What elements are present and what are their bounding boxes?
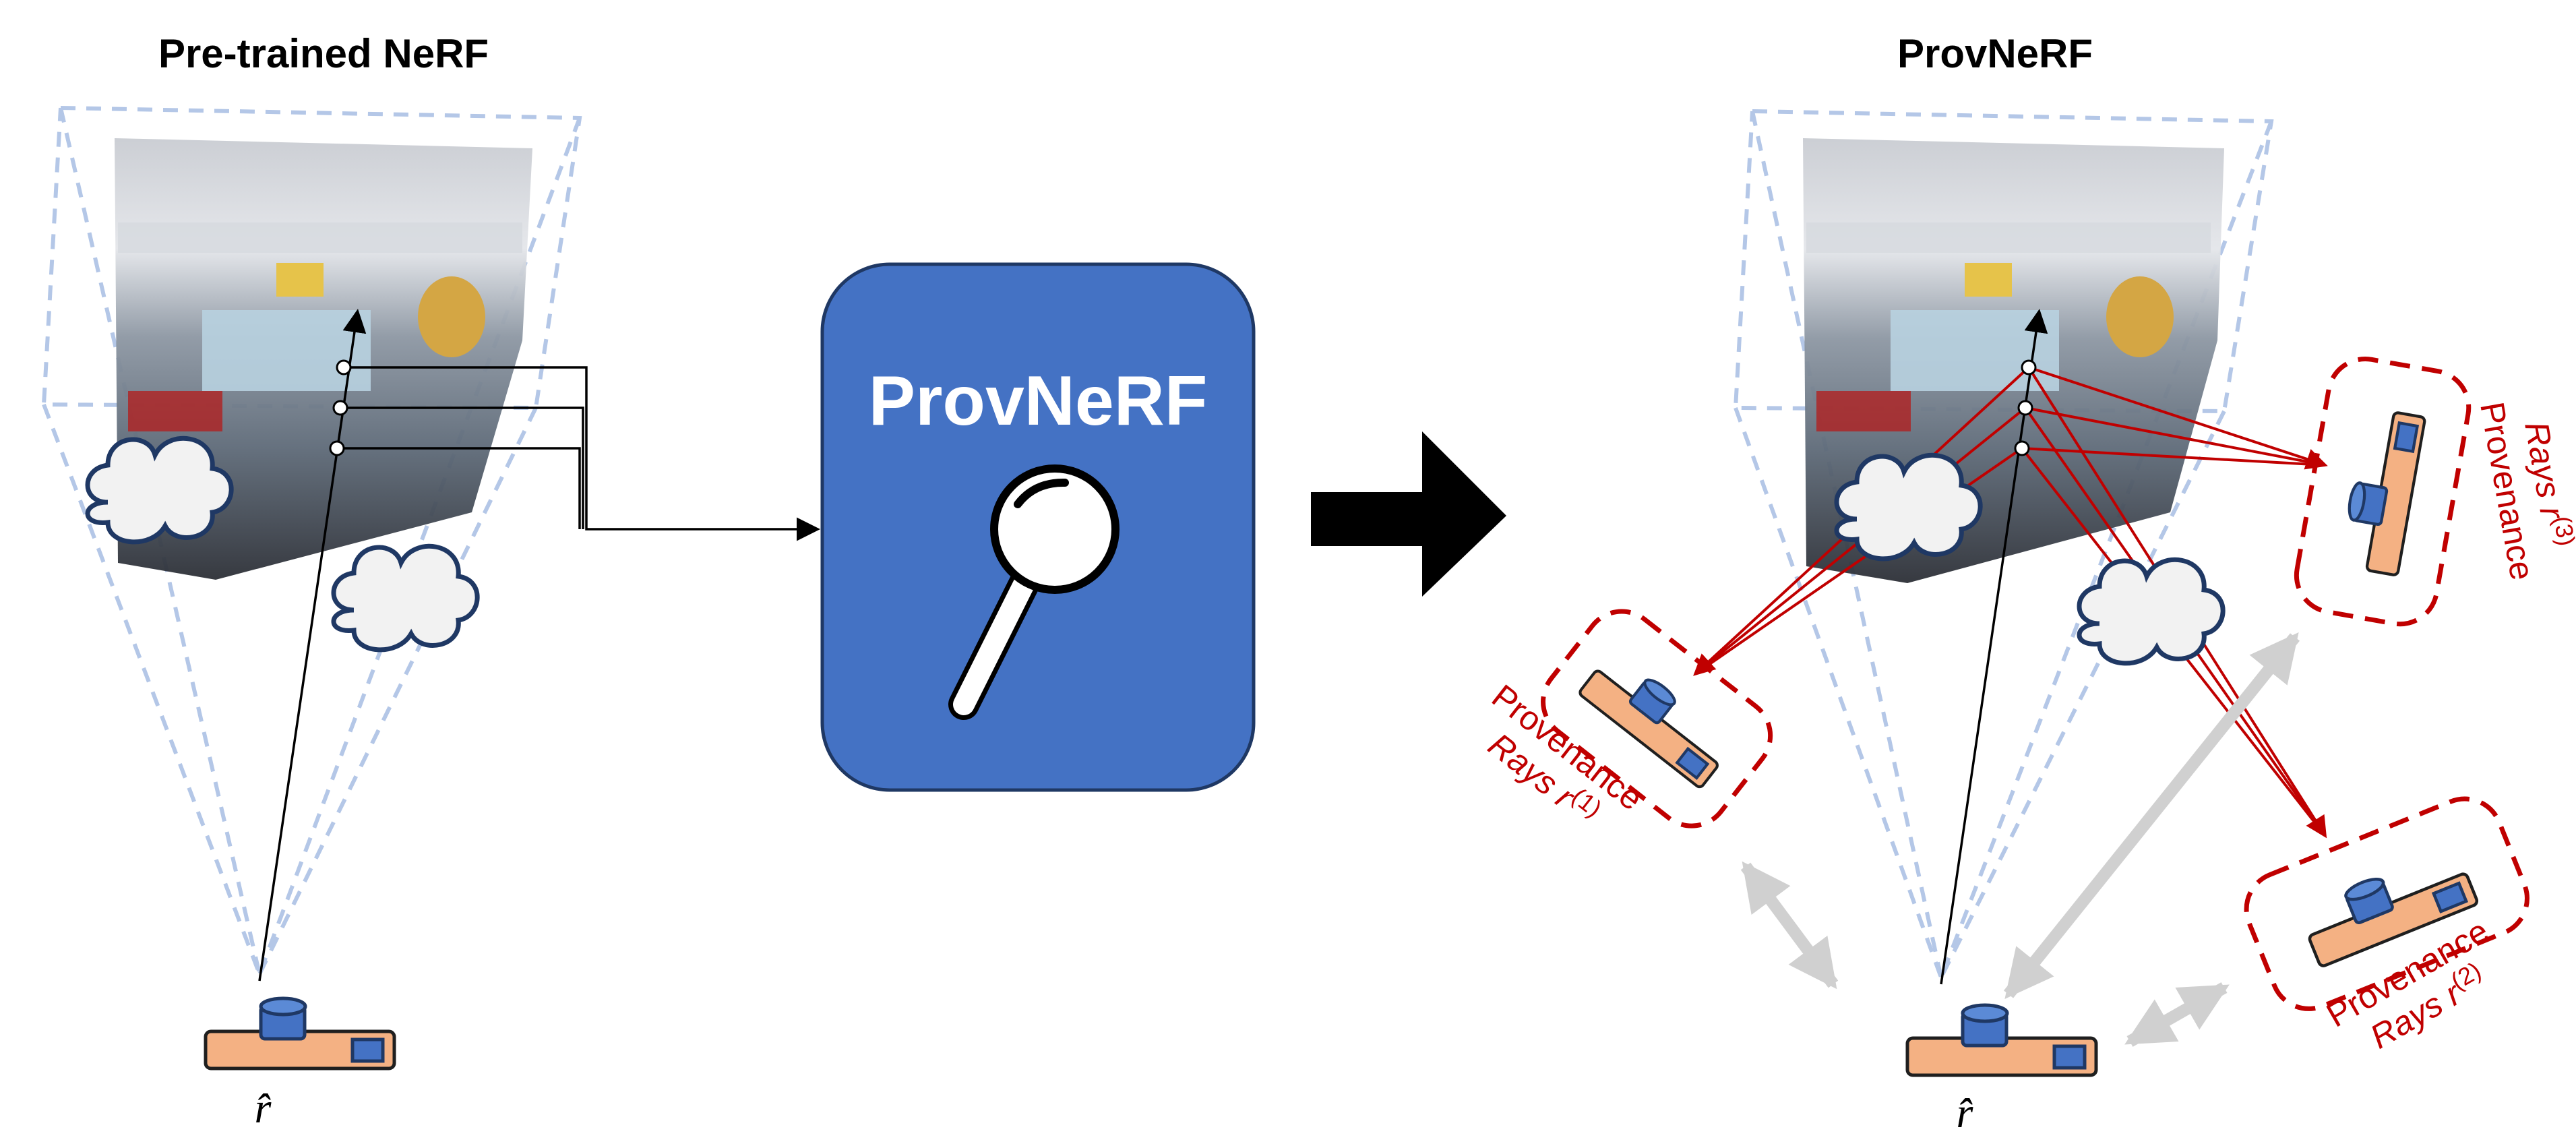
camera-icon: [2339, 407, 2425, 576]
transition-arrow: [1311, 431, 1506, 597]
magnifier-icon: [948, 464, 1120, 720]
cloud-icon: [88, 438, 231, 542]
right-camera-ray: [1940, 309, 2048, 985]
camera-icon: [1907, 1005, 2096, 1075]
camera-label-right: r̂: [1957, 1089, 1974, 1137]
provenance-camera-3: Provenance Rays r(3): [2294, 357, 2576, 627]
provnerf-box: ProvNeRF: [820, 262, 1256, 792]
provenance-camera-2: Provenance Rays r(2): [2244, 796, 2529, 1056]
left-title: Pre-trained NeRF: [158, 31, 489, 76]
provnerf-box-label: ProvNeRF: [869, 362, 1208, 440]
cloud-icon: [2079, 560, 2223, 663]
right-title: ProvNeRF: [1897, 31, 2093, 76]
left-rays: [258, 309, 820, 982]
left-scene-image: [115, 138, 532, 580]
cloud-icon: [1837, 455, 1980, 559]
swap-arrows: [1740, 632, 2300, 1047]
right-sample-points: [2014, 359, 2037, 456]
camera-label-left: r̂: [255, 1084, 272, 1132]
provenance-3-sup: (3): [2548, 514, 2576, 547]
left-sample-points: [329, 359, 352, 456]
cloud-icon: [334, 546, 477, 650]
camera-icon: [206, 998, 394, 1068]
